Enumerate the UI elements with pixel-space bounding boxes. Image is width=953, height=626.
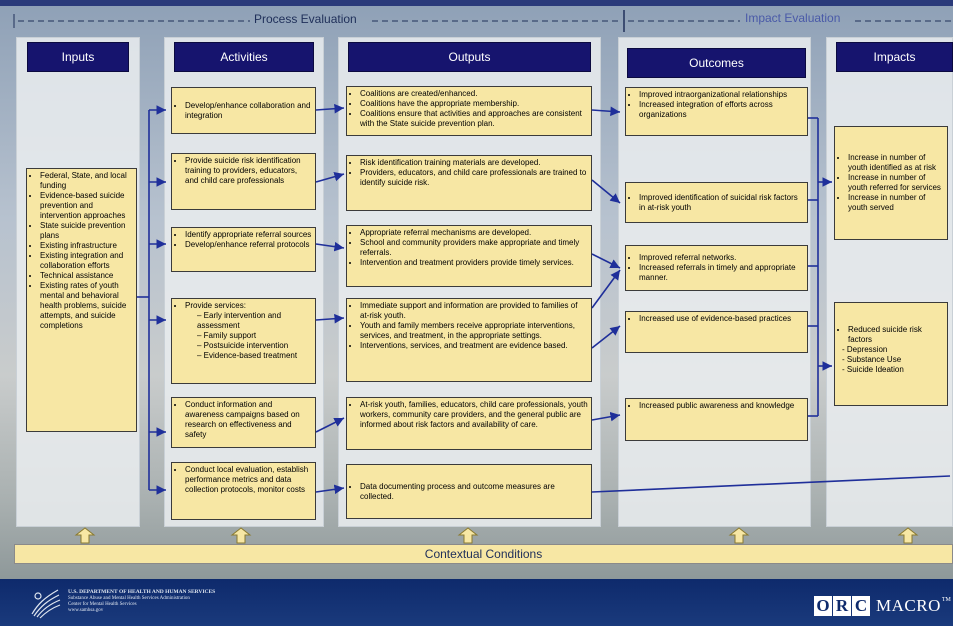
output-item: Coalitions are created/enhanced.	[360, 89, 588, 99]
activity-item: Provide services:	[185, 301, 312, 311]
up-arrow-icon	[897, 527, 919, 544]
input-item: Existing integration and collaboration e…	[40, 251, 133, 271]
activity-box: Identify appropriate referral sources De…	[171, 227, 316, 272]
output-box: Appropriate referral mechanisms are deve…	[346, 225, 592, 287]
output-item: School and community providers make appr…	[360, 238, 588, 258]
output-item: Interventions, services, and treatment a…	[360, 341, 588, 351]
impact-box: Increase in number of youth identified a…	[834, 126, 948, 240]
activity-sub-item: – Postsuicide intervention	[197, 341, 289, 350]
impact-evaluation-label: Impact Evaluation	[745, 11, 841, 25]
outcome-box: Improved referral networks. Increased re…	[625, 245, 808, 291]
impact-box: Reduced suicide risk factors - Depressio…	[834, 302, 948, 406]
outcome-item: Increased use of evidence-based practice…	[639, 314, 804, 324]
output-item: Coalitions ensure that activities and ap…	[360, 109, 588, 129]
outputs-header: Outputs	[348, 42, 591, 72]
output-item: Appropriate referral mechanisms are deve…	[360, 228, 588, 238]
activity-item: Provide suicide risk identification trai…	[185, 156, 312, 186]
up-arrow-icon	[728, 527, 750, 544]
outcome-box: Increased use of evidence-based practice…	[625, 311, 808, 353]
activity-box: Provide services: – Early intervention a…	[171, 298, 316, 384]
outcome-box: Improved identification of suicidal risk…	[625, 182, 808, 223]
top-bar	[0, 0, 953, 6]
output-box: Data documenting process and outcome mea…	[346, 464, 592, 519]
output-box: At-risk youth, families, educators, chil…	[346, 397, 592, 450]
activity-item: Conduct local evaluation, establish perf…	[185, 465, 312, 495]
hhs-text: U.S. DEPARTMENT OF HEALTH AND HUMAN SERV…	[68, 589, 216, 614]
orc-macro-logo: O R C MACRO TM	[814, 595, 951, 617]
input-item: Technical assistance	[40, 271, 133, 281]
up-arrow-icon	[74, 527, 96, 544]
impact-item: Increase in number of youth identified a…	[848, 153, 944, 173]
outcome-item: Improved referral networks.	[639, 253, 804, 263]
output-box: Coalitions are created/enhanced. Coaliti…	[346, 86, 592, 136]
outcome-item: Increased public awareness and knowledge	[639, 401, 804, 411]
outcome-item: Improved intraorganizational relationshi…	[639, 90, 804, 100]
outcome-item: Improved identification of suicidal risk…	[639, 193, 804, 213]
activity-box: Develop/enhance collaboration and integr…	[171, 87, 316, 134]
outcome-box: Improved intraorganizational relationshi…	[625, 87, 808, 136]
output-item: Coalitions have the appropriate membersh…	[360, 99, 588, 109]
impact-item: Increase in number of youth served	[848, 193, 944, 213]
contextual-conditions-bar: Contextual Conditions	[14, 544, 953, 564]
activity-sub-item: – Family support	[197, 331, 257, 340]
outcome-item: Increased referrals in timely and approp…	[639, 263, 804, 283]
impact-item: Increase in number of youth referred for…	[848, 173, 944, 193]
outcome-box: Increased public awareness and knowledge	[625, 398, 808, 441]
activity-box: Conduct local evaluation, establish perf…	[171, 462, 316, 520]
impact-sub-item: - Suicide Ideation	[842, 365, 904, 374]
activity-box: Provide suicide risk identification trai…	[171, 153, 316, 210]
up-arrow-icon	[457, 527, 479, 544]
inputs-box: Federal, State, and local funding Eviden…	[26, 168, 137, 432]
output-item: Data documenting process and outcome mea…	[360, 482, 588, 502]
outcomes-header: Outcomes	[627, 48, 806, 78]
evaluation-lines	[13, 10, 953, 32]
input-item: Evidence-based suicide prevention and in…	[40, 191, 133, 221]
activity-item: Identify appropriate referral sources	[185, 230, 312, 240]
up-arrow-icon	[230, 527, 252, 544]
output-box: Immediate support and information are pr…	[346, 298, 592, 382]
output-item: Providers, educators, and child care pro…	[360, 168, 588, 188]
activity-item: Develop/enhance referral protocols	[185, 240, 312, 250]
activity-item: Develop/enhance collaboration and integr…	[185, 101, 312, 121]
output-item: Risk identification training materials a…	[360, 158, 588, 168]
inputs-header: Inputs	[27, 42, 129, 72]
impact-sub-item: - Substance Use	[842, 355, 902, 364]
activity-sub-item: – Early intervention and assessment	[197, 311, 282, 330]
input-item: Existing infrastructure	[40, 241, 133, 251]
output-box: Risk identification training materials a…	[346, 155, 592, 211]
outcome-item: Increased integration of efforts across …	[639, 100, 804, 120]
activity-sub-item: – Evidence-based treatment	[197, 351, 298, 360]
output-item: Intervention and treatment providers pro…	[360, 258, 588, 268]
process-evaluation-label: Process Evaluation	[254, 12, 357, 26]
impact-item: Reduced suicide risk factors	[848, 325, 944, 345]
activity-item: Conduct information and awareness campai…	[185, 400, 312, 440]
input-item: Federal, State, and local funding	[40, 171, 133, 191]
output-item: At-risk youth, families, educators, chil…	[360, 400, 588, 430]
hhs-eagle-icon	[31, 589, 61, 619]
footer	[0, 579, 953, 626]
input-item: Existing rates of youth mental and behav…	[40, 281, 133, 331]
impact-sub-item: - Depression	[842, 345, 888, 354]
output-item: Youth and family members receive appropr…	[360, 321, 588, 341]
output-item: Immediate support and information are pr…	[360, 301, 588, 321]
input-item: State suicide prevention plans	[40, 221, 133, 241]
up-arrows	[74, 527, 919, 544]
activity-box: Conduct information and awareness campai…	[171, 397, 316, 448]
activities-header: Activities	[174, 42, 314, 72]
impacts-header: Impacts	[836, 42, 953, 72]
